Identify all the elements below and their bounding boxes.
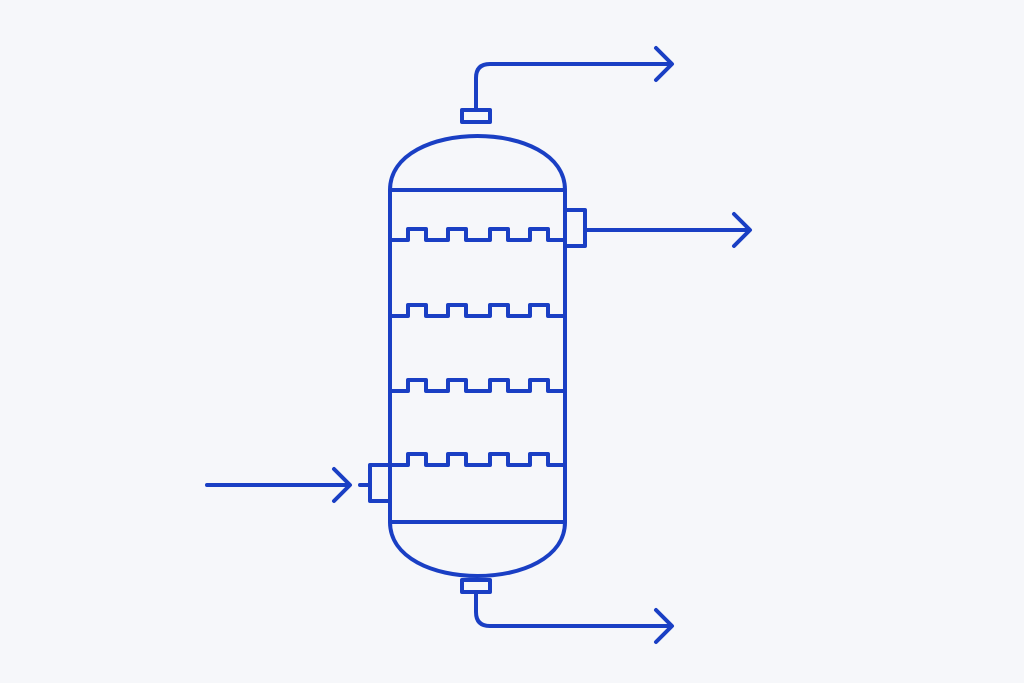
column-shell xyxy=(388,134,567,578)
tray-1 xyxy=(390,227,565,242)
tray-2 xyxy=(390,303,565,318)
feed-nozzle xyxy=(368,463,392,503)
tray-3 xyxy=(390,378,565,393)
flow-arrow-icon xyxy=(654,46,674,82)
overhead-line xyxy=(474,62,670,112)
bottoms-line xyxy=(474,590,670,628)
flow-arrow-icon xyxy=(732,212,752,248)
flow-arrow-icon xyxy=(332,467,352,503)
flow-arrow-icon xyxy=(654,608,674,644)
tray-4 xyxy=(390,452,565,467)
side-draw-nozzle xyxy=(563,208,587,248)
